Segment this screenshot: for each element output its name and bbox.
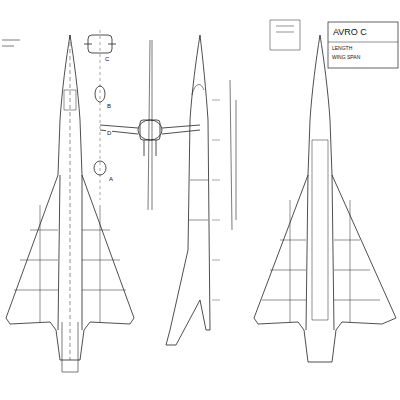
dimension-label: WING SPAN (331, 55, 361, 60)
cross-sections (84, 30, 116, 200)
dimension-label: LENGTH (331, 46, 353, 51)
underside-view (254, 35, 396, 362)
section-letter: B (106, 103, 112, 109)
section-letter: D (106, 130, 112, 136)
section-letter: C (104, 56, 110, 62)
section-letter: A (108, 176, 114, 182)
front-view (100, 40, 200, 210)
title-block (270, 20, 398, 68)
plan-view (2, 35, 134, 372)
side-view (166, 35, 236, 345)
title-text: AVRO C (332, 28, 368, 37)
